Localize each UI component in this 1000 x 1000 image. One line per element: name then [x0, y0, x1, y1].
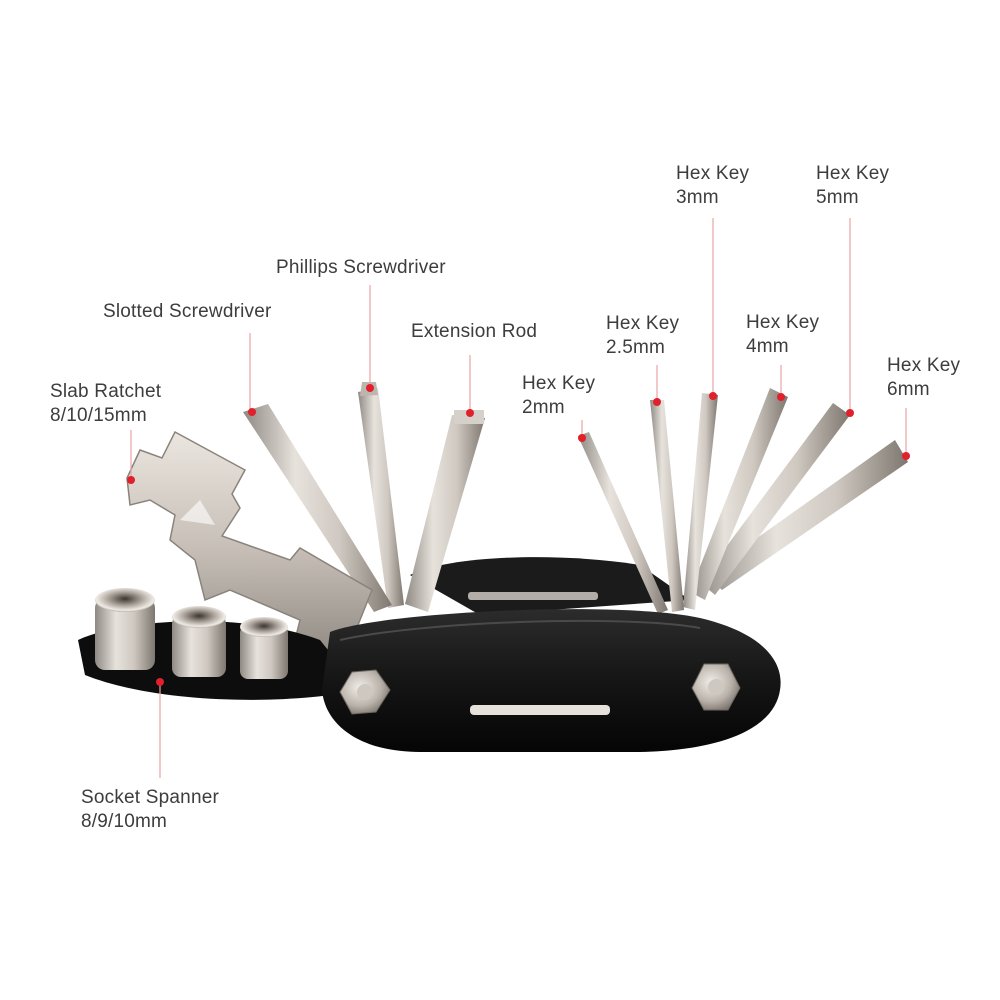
hex-key-5mm: [700, 403, 850, 595]
label-socket-spanner-title: Socket Spanner: [81, 787, 219, 808]
label-hex-key-6mm-title: Hex Key: [887, 355, 961, 376]
label-extension-rod: Extension Rod: [411, 320, 537, 344]
socket-8mm: [240, 617, 288, 679]
hex-key-2mm: [578, 432, 668, 614]
label-hex-key-3mm-size: 3mm: [676, 187, 719, 208]
label-hex-key-5mm: Hex Key 5mm: [816, 162, 889, 210]
slotted-screwdriver-bit: [243, 404, 392, 612]
hex-key-2-5mm: [650, 400, 684, 612]
socket-10mm: [95, 588, 155, 670]
label-hex-key-4mm-title: Hex Key: [746, 312, 820, 333]
label-slab-ratchet-size: 8/10/15mm: [50, 405, 147, 426]
label-hex-key-3mm: Hex Key 3mm: [676, 162, 749, 210]
extension-rod: [405, 410, 485, 612]
callout-lines: [130, 218, 907, 778]
bolt-right: [691, 663, 741, 711]
tool-body: [322, 609, 781, 752]
bolt-left: [339, 669, 391, 715]
hex-key-6mm: [705, 440, 908, 590]
label-hex-key-5mm-size: 5mm: [816, 187, 859, 208]
label-phillips-screwdriver: Phillips Screwdriver: [276, 256, 446, 280]
label-slotted-screwdriver-title: Slotted Screwdriver: [103, 301, 272, 322]
label-hex-key-4mm-size: 4mm: [746, 336, 789, 357]
label-hex-key-2-5mm: Hex Key 2.5mm: [606, 312, 679, 360]
label-hex-key-2mm-title: Hex Key: [522, 373, 596, 394]
label-hex-key-6mm-size: 6mm: [887, 379, 930, 400]
label-slab-ratchet: Slab Ratchet 8/10/15mm: [50, 380, 161, 428]
label-phillips-screwdriver-title: Phillips Screwdriver: [276, 257, 446, 278]
socket-9mm: [172, 606, 226, 677]
label-hex-key-4mm: Hex Key 4mm: [746, 311, 819, 359]
label-slab-ratchet-title: Slab Ratchet: [50, 381, 162, 402]
label-socket-spanner-size: 8/9/10mm: [81, 811, 168, 832]
label-hex-key-2mm: Hex Key 2mm: [522, 372, 595, 420]
label-hex-key-2mm-size: 2mm: [522, 397, 565, 418]
label-hex-key-6mm: Hex Key 6mm: [887, 354, 960, 402]
label-hex-key-2-5mm-title: Hex Key: [606, 313, 680, 334]
hex-key-4mm: [690, 388, 788, 600]
label-slotted-screwdriver: Slotted Screwdriver: [103, 300, 272, 324]
rear-body-plate: [410, 557, 690, 615]
callout-dots: [127, 384, 910, 686]
label-socket-spanner: Socket Spanner 8/9/10mm: [81, 786, 219, 834]
label-extension-rod-title: Extension Rod: [411, 321, 538, 342]
label-hex-key-5mm-title: Hex Key: [816, 163, 890, 184]
label-hex-key-2-5mm-size: 2.5mm: [606, 337, 666, 358]
label-hex-key-3mm-title: Hex Key: [676, 163, 750, 184]
hex-key-3mm: [683, 393, 718, 610]
